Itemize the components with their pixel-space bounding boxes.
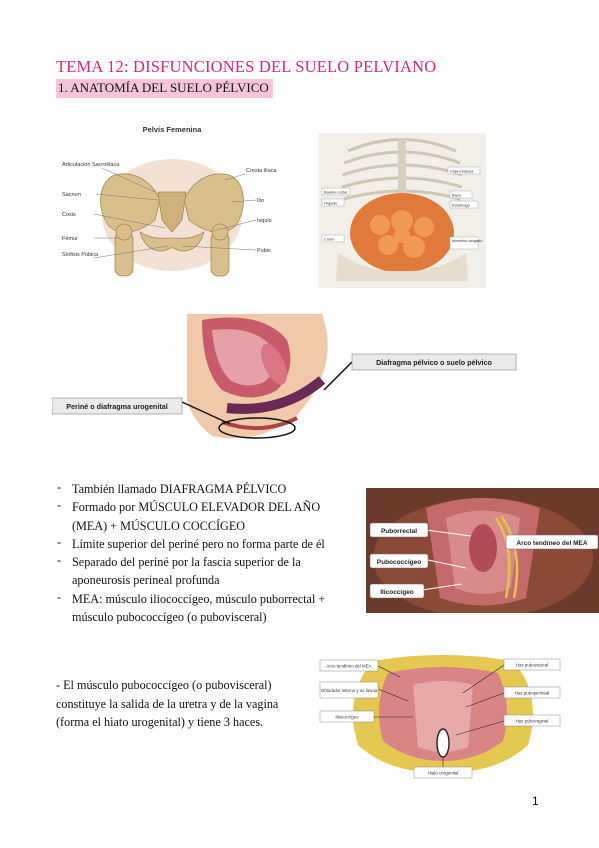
bullet-list: También llamado DIAFRAGMA PÉLVICO Formad…: [54, 478, 354, 627]
haces-right-2: Haz pubovaginal: [516, 719, 549, 724]
pelvis-label-6: Ilio: [257, 198, 264, 204]
bullet-item: También llamado DIAFRAGMA PÉLVICO: [54, 478, 354, 498]
abdomen-label-5: Colon: [324, 237, 334, 242]
mea-label-0: Puborrectal: [381, 528, 417, 535]
section-heading: 1. ANATOMÍA DEL SUELO PÉLVICO: [56, 79, 273, 98]
pelvis-figure: Pelvis Femenina Articulación Sacroilíaca…: [60, 120, 282, 282]
pelvis-label-3: Fémur: [62, 236, 78, 242]
mea-label-3: Arco tendíneo del MEA: [516, 540, 587, 547]
pelvis-label-2: Coxis: [62, 212, 76, 218]
abdomen-label-1: Banda costal: [324, 190, 347, 195]
haces-bottom: Hiato urogenital: [428, 771, 459, 776]
pelvis-label-8: Pubis: [257, 248, 271, 254]
haces-left-1: Obturador interno y su fascia: [321, 688, 378, 693]
pelvis-label-0: Articulación Sacroilíaca: [62, 162, 120, 168]
page-number: 1: [532, 794, 539, 808]
abdomen-label-4: Estómago: [452, 203, 471, 208]
haces-left-2: Iliococcígeo: [335, 715, 359, 720]
abdomen-label-3: Bazo: [452, 193, 462, 198]
bullet-item: Límite superior del periné pero no forma…: [54, 533, 354, 553]
abdomen-label-2: Hígado: [324, 201, 338, 206]
pelvis-figure-title: Pelvis Femenina: [143, 125, 203, 134]
sagittal-figure: Diafragma pélvico o suelo pélvico Periné…: [52, 314, 517, 439]
bullet-item: Separado del periné por la fascia superi…: [54, 551, 354, 590]
pelvis-label-4: Sínfisis Púbica: [62, 252, 99, 258]
abdomen-label-0: Caja torácica: [450, 169, 474, 174]
mea-figure: Puborrectal Pubococcígeo Ilicoccígeo Arc…: [366, 488, 599, 613]
sagittal-callout-left: Periné o diafragma urogenital: [66, 402, 167, 411]
bullet-item: Formado por MÚSCULO ELEVADOR DEL AÑO (ME…: [54, 496, 354, 535]
sagittal-callout-right: Diafragma pélvico o suelo pélvico: [376, 358, 492, 367]
haces-right-1: Haz puboperineal: [515, 691, 549, 696]
haces-figure: Arco tendíneo del MEA Obturador interno …: [319, 655, 561, 779]
haces-right-0: Haz pubovesical: [516, 663, 548, 668]
page-title: TEMA 12: DISFUNCIONES DEL SUELO PELVIANO: [56, 57, 437, 76]
paragraph: - El músculo pubococcígeo (o puboviscera…: [56, 678, 279, 729]
mea-label-1: Pubococcígeo: [377, 559, 421, 566]
bullet-item: MEA: músculo iliococcígeo, músculo pubor…: [54, 588, 354, 627]
pelvis-label-7: Isquio: [257, 218, 272, 224]
mea-label-2: Ilicoccígeo: [380, 589, 414, 596]
haces-left-0: Arco tendíneo del MEA: [326, 664, 371, 669]
pelvis-label-1: Sacrum: [62, 192, 81, 198]
abdomen-figure: Caja torácica Banda costal Hígado Bazo E…: [318, 133, 486, 288]
pelvis-label-5: Cresta ilíaca: [246, 168, 278, 174]
abdomen-label-6: Intestino delgado: [452, 238, 483, 243]
